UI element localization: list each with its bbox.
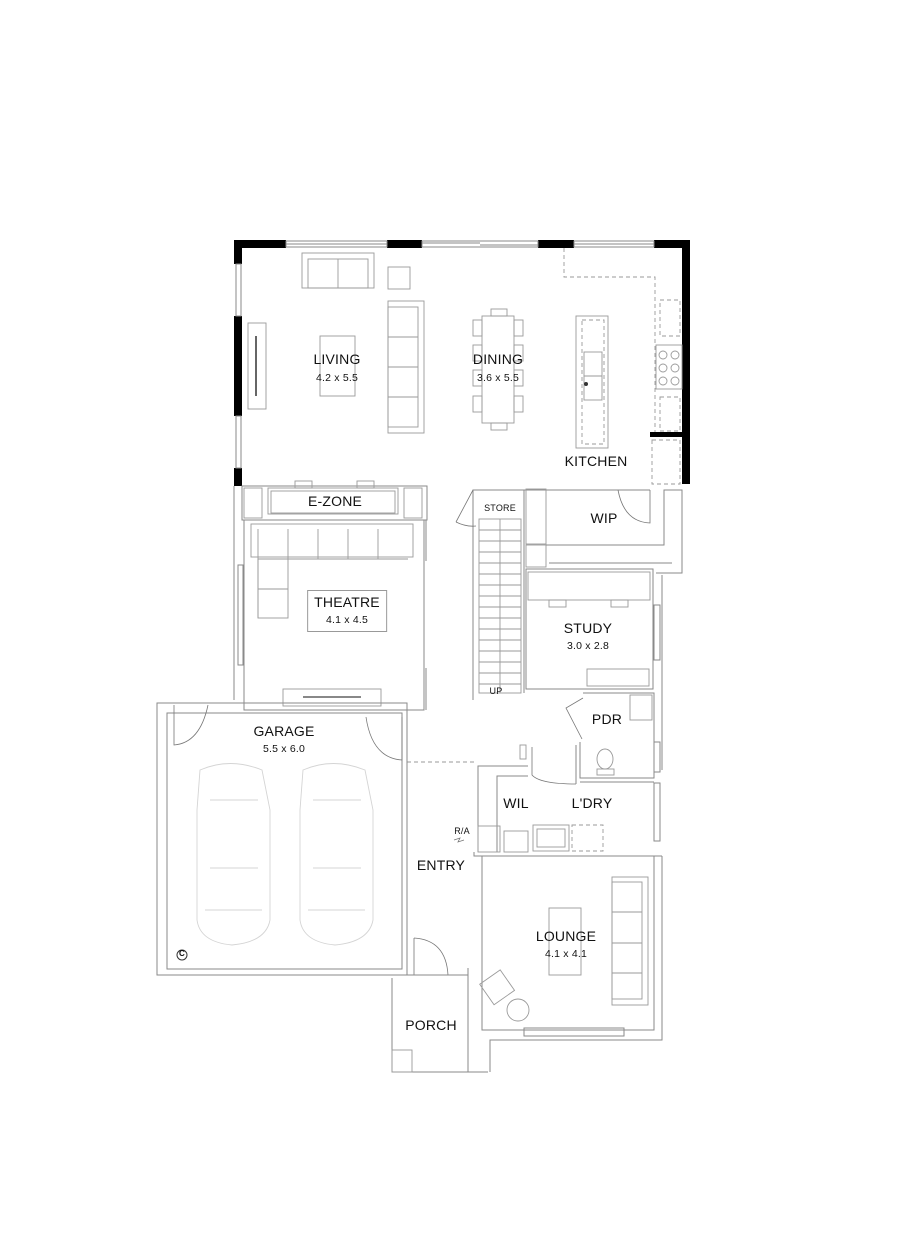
pdr-walls <box>565 692 661 779</box>
return-air-icon <box>453 837 465 843</box>
room-size-lounge: 4.1 x 4.1 <box>544 948 588 960</box>
room-label-theatre-box: THEATRE 4.1 x 4.5 <box>307 590 387 632</box>
room-label-e-zone: E-ZONE <box>307 493 363 509</box>
wil-laundry-walls <box>473 744 662 857</box>
garage-symbol-label: C <box>179 949 185 958</box>
car-left-outline <box>196 763 271 946</box>
room-label-laundry: L'DRY <box>571 795 613 811</box>
room-label-wip: WIP <box>590 510 618 526</box>
stair <box>455 489 533 700</box>
porch <box>380 937 488 1073</box>
garage <box>156 702 408 976</box>
room-label-porch: PORCH <box>405 1017 457 1033</box>
room-size-living: 4.2 x 5.5 <box>315 372 359 384</box>
study-walls <box>525 568 663 770</box>
return-air-label: R/A <box>454 826 470 836</box>
room-size-study: 3.0 x 2.8 <box>566 640 610 652</box>
room-label-dining: DINING <box>472 351 524 367</box>
room-label-entry: ENTRY <box>416 857 466 873</box>
stair-up-label: UP <box>489 686 503 696</box>
room-label-kitchen: KITCHEN <box>564 453 628 469</box>
living-furniture <box>247 252 425 434</box>
room-label-pdr: PDR <box>591 711 623 727</box>
room-label-garage: GARAGE <box>253 723 315 739</box>
room-label-theatre: THEATRE <box>314 594 380 610</box>
theatre-walls <box>233 486 427 711</box>
exterior-walls <box>234 240 690 486</box>
room-size-theatre: 4.1 x 4.5 <box>325 614 369 626</box>
room-label-wil: WIL <box>503 795 529 811</box>
room-size-dining: 3.6 x 5.5 <box>476 372 520 384</box>
room-label-study: STUDY <box>563 620 613 636</box>
room-label-lounge: LOUNGE <box>535 928 597 944</box>
room-label-store: STORE <box>484 503 516 513</box>
kitchen-fixtures <box>563 248 683 485</box>
wip-walls <box>525 488 683 574</box>
room-label-living: LIVING <box>313 351 361 367</box>
room-size-garage: 5.5 x 6.0 <box>262 743 306 755</box>
car-right-outline <box>299 763 374 946</box>
dining-table <box>472 308 524 431</box>
